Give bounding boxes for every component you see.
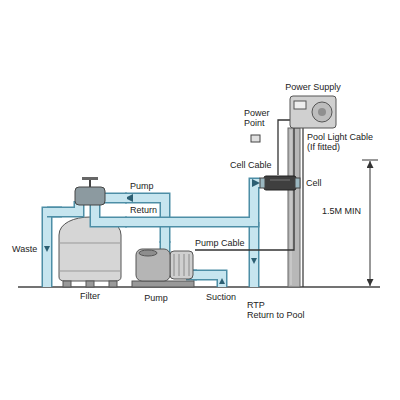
return-port-label: Return: [130, 205, 157, 215]
node-label: Cell: [306, 178, 322, 188]
cable-label: Pump Cable: [194, 238, 246, 248]
power-supply-box: Power Supply: [290, 96, 336, 128]
pool-light-cable: [302, 128, 303, 287]
cable-label: Cell Cable: [229, 160, 273, 170]
pump-port-label: Pump: [130, 181, 154, 191]
node-label: Power Supply: [285, 82, 341, 92]
ground-line: [18, 286, 380, 288]
sand-filter: Filter: [55, 183, 125, 287]
return-to-pool-label: Return to Pool: [247, 310, 305, 320]
node-label: Filter: [80, 291, 100, 301]
chlorinator-cell-outline: [260, 175, 300, 191]
node-label: Pump: [144, 293, 168, 303]
pool-pump: Pump: [118, 243, 195, 287]
height-dimension: [362, 160, 378, 286]
cell-cable: [278, 120, 290, 175]
suction-label: Suction: [206, 292, 236, 302]
power-point-label: Power Point: [244, 108, 274, 128]
pool-light-cable-label: Pool Light Cable (If fitted): [307, 132, 381, 152]
chlorinator-cell: Cell: [260, 175, 300, 191]
power-supply-box-outline: [290, 96, 336, 128]
power-point-socket: [251, 135, 260, 142]
rtp-label: RTP: [247, 300, 265, 310]
waste-label: Waste: [12, 244, 37, 254]
sand-filter-outline: [55, 183, 125, 287]
dimension-label: 1.5M MIN: [322, 206, 361, 216]
pool-pump-outline: [118, 243, 195, 287]
